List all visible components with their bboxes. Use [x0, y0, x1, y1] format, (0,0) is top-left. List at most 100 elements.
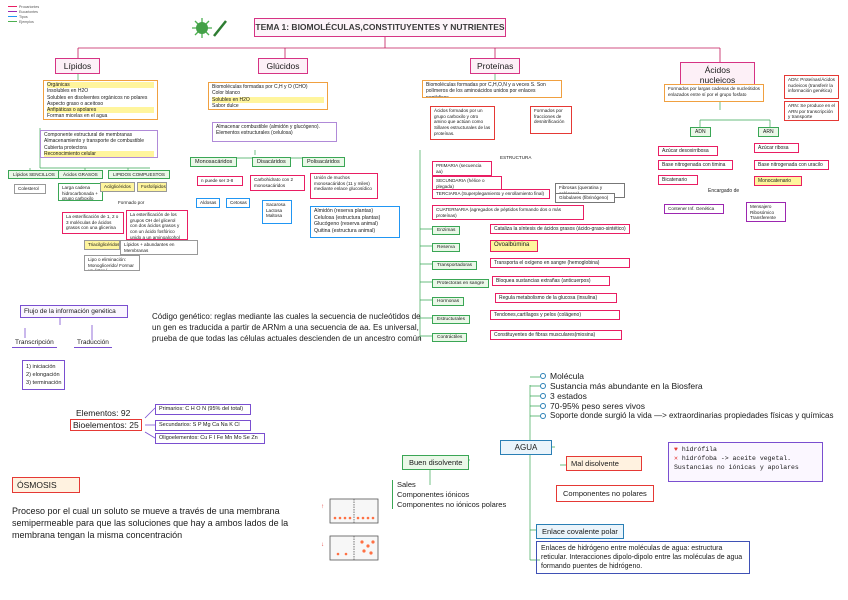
larga-cadena: Larga cadena hidrocarbonada + grupo carb… [58, 183, 103, 201]
colesterol: Colesterol [14, 184, 46, 194]
prot-desc-5: Tendones,cartílagos y pelos (colágeno) [490, 310, 620, 321]
page-title-text: TEMA 1: BIOMOLÉCULAS,CONSTITUYENTES Y NU… [255, 22, 505, 32]
hidrofila-text: hidrófila [681, 446, 717, 453]
disacaridos: Disacáridos [252, 157, 291, 167]
arn-label: ARN [758, 127, 779, 137]
legend-label: Eucariontes [19, 9, 38, 14]
flujo-step-1: 2) elongación [26, 372, 60, 379]
buen-item-1: Componentes iónicos [397, 489, 470, 499]
lip-func-1: Almacenamiento y transporte de combustib… [44, 138, 145, 145]
flujo-steps: 1) iniciación 2) elongación 3) terminaci… [22, 360, 66, 391]
flujo-step-2: 3) terminación [26, 380, 62, 387]
prot-func-0: Enzimas [432, 226, 461, 235]
agua-bullet-text: 3 estados [550, 391, 587, 401]
prot-level-0: PRIMARIA (secuencia aa) [432, 161, 492, 177]
globulares: Globulares (fibrinógeno) [555, 193, 615, 203]
acidos-intro: Formados por largas cadenas de nucleótid… [664, 84, 764, 102]
gluc-prop-0: Biomoléculas formadas por C,H y O (CHO) [212, 84, 308, 90]
monosacaridos: Monosacáridos [190, 157, 238, 167]
proteinas-acidos: Ácidos formados por un grupo carboxilo y… [430, 106, 495, 140]
lipidos-compuestos: LIPIDOS COMPUESTOS [108, 170, 170, 179]
estructura-label: ESTRUCTURA [500, 155, 532, 160]
virus-icon [192, 18, 227, 38]
hidrofila-row: ♥ hidrófila [674, 446, 817, 455]
cross-icon: ✕ [674, 454, 678, 462]
prot-desc-2: Transporta el oxígeno en sangre (hemoglo… [490, 258, 630, 269]
disa-ex-1: Lactosa [266, 207, 283, 213]
contener-info: Contener Inf. Genética [664, 204, 724, 214]
acidos-grasos: Ácidos GRASOS [58, 170, 103, 179]
prot-desc-1: Ovoalbúmina [490, 240, 538, 252]
hidrofoba-text: hidrófoba -> aceite vegetal. Sustancias … [674, 454, 799, 471]
lip-prop-4: Anfipáticas o apolares [47, 107, 154, 114]
legend-label: Tipos [19, 14, 28, 19]
cetosas: Cetosas [226, 198, 250, 208]
bullet-dot [540, 383, 546, 389]
polisacaridos: Polisacáridos [302, 157, 345, 167]
lipidos-abundantes: Lípidos + abundantes en Membranas [120, 240, 198, 256]
svg-text:↑: ↑ [321, 504, 324, 510]
adn-3: Bicatenario [658, 175, 698, 186]
disa-ex-0: Sacarosa [266, 202, 286, 207]
legend-swatch [8, 6, 17, 7]
poli-ex-3: Quitina (estructura animal) [314, 227, 376, 234]
arn-produce: ARN: Se produce en el ARN por transcripc… [784, 101, 839, 121]
prot-func-3: Protectoras en sangre [432, 279, 490, 288]
esterificacion-1: La esterificación de 1, 2 o 3 moléculas … [62, 212, 124, 234]
legend-row-1: Eucariontes [8, 9, 39, 14]
primarios: Primarios: C H O N (95% del total) [155, 404, 251, 415]
buen-list: Sales Componentes iónicos Componentes no… [392, 480, 507, 510]
legend-swatch [8, 16, 17, 17]
agua-bullet-text: Molécula [550, 371, 585, 381]
legend: Procariontes Eucariontes Tipos Ejemplos [8, 4, 39, 24]
agua-bullet-text: Soporte donde surgió la vida —> extraord… [550, 411, 834, 420]
mensajero: Mensajero Ribosómico Transferente [746, 202, 786, 222]
elementos-label: Elementos: 92 [76, 408, 131, 418]
buen-item-2: Componentes no iónicos polares [397, 499, 507, 509]
agua-title: AGUA [500, 440, 552, 455]
prot-func-4: Hormonas [432, 297, 465, 306]
prot-desc-6: Constituyentes de fibras musculares(mios… [490, 330, 622, 341]
proteinas-header: Proteínas [470, 58, 520, 74]
lip-func-2: Cubierta protectora [44, 144, 87, 151]
hidrofoba-row: ✕ hidrófoba -> aceite vegetal. Sustancia… [674, 455, 817, 473]
flujo-title: Flujo de la información genética [20, 305, 128, 318]
proteinas-formados: Formados por fracciones de desnitrificac… [530, 106, 572, 134]
arn-2: Base nitrogenada con uracilo [754, 160, 829, 171]
adn-1: Azúcar desoxirribosa [658, 146, 718, 157]
lipo-eliminacion: Lipo o eliminación: Monoglicerido/ Forma… [84, 255, 140, 271]
agua-bullet-4: Soporte donde surgió la vida —> extraord… [540, 411, 834, 420]
prot-level-2: TERCIARIA (Superplegamiento y enrollamie… [432, 189, 550, 199]
heart-icon: ♥ [674, 446, 678, 453]
mono-desc: n puede ser 3-8 [197, 176, 243, 186]
prot-func-5: Estructurales [432, 315, 470, 324]
adn-2: Base nitrogenada con timina [658, 160, 733, 171]
agua-bullet-3: 70-95% peso seres vivos [540, 401, 645, 411]
acilgliceridos: Acilglicéridos [100, 182, 135, 192]
arn-1: Azúcar ribosa [754, 143, 799, 154]
buen-item-0: Sales [397, 480, 416, 489]
bullet-dot [540, 393, 546, 399]
legend-label: Procariontes [19, 4, 40, 9]
poli-ex-2: Glucógeno (reserva animal) [314, 221, 379, 227]
lip-prop-3: Aspecto graso o aceitoso [47, 100, 104, 107]
lip-prop-2: Solubles en disolventes orgánicos no pol… [47, 94, 148, 101]
legend-swatch [8, 11, 17, 12]
proteinas-intro: Biomoléculas formadas por C,H,O,N y a ve… [422, 80, 562, 98]
osmosis-title: ÓSMOSIS [12, 477, 80, 493]
svg-text:↓: ↓ [321, 542, 324, 548]
gluc-prop-1: Color blanco [212, 90, 241, 97]
formado-por: Formado por [118, 200, 145, 205]
flujo-traduccion: Traducción [74, 338, 112, 348]
agua-bullet-text: 70-95% peso seres vivos [550, 401, 645, 411]
mal-list: Componentes no polares [556, 485, 654, 502]
buen-disolvente: Buen disolvente [402, 455, 470, 470]
oligoelementos: Oligoelementos: Cu F I Fe Mn Mo Se Zn [155, 433, 265, 444]
triacilgliceridos: Triacilglicéridos [84, 240, 120, 250]
legend-row-0: Procariontes [8, 4, 39, 9]
lip-func-3: Reconocimiento celular [44, 150, 154, 157]
legend-label: Ejemplos [19, 19, 34, 24]
prot-desc-3: Bloquea sustancias extrañas (anticuerpos… [492, 276, 610, 287]
codigo-genetico: Código genético: reglas mediante las cua… [152, 312, 422, 343]
aldosas: Aldosas [196, 198, 220, 208]
